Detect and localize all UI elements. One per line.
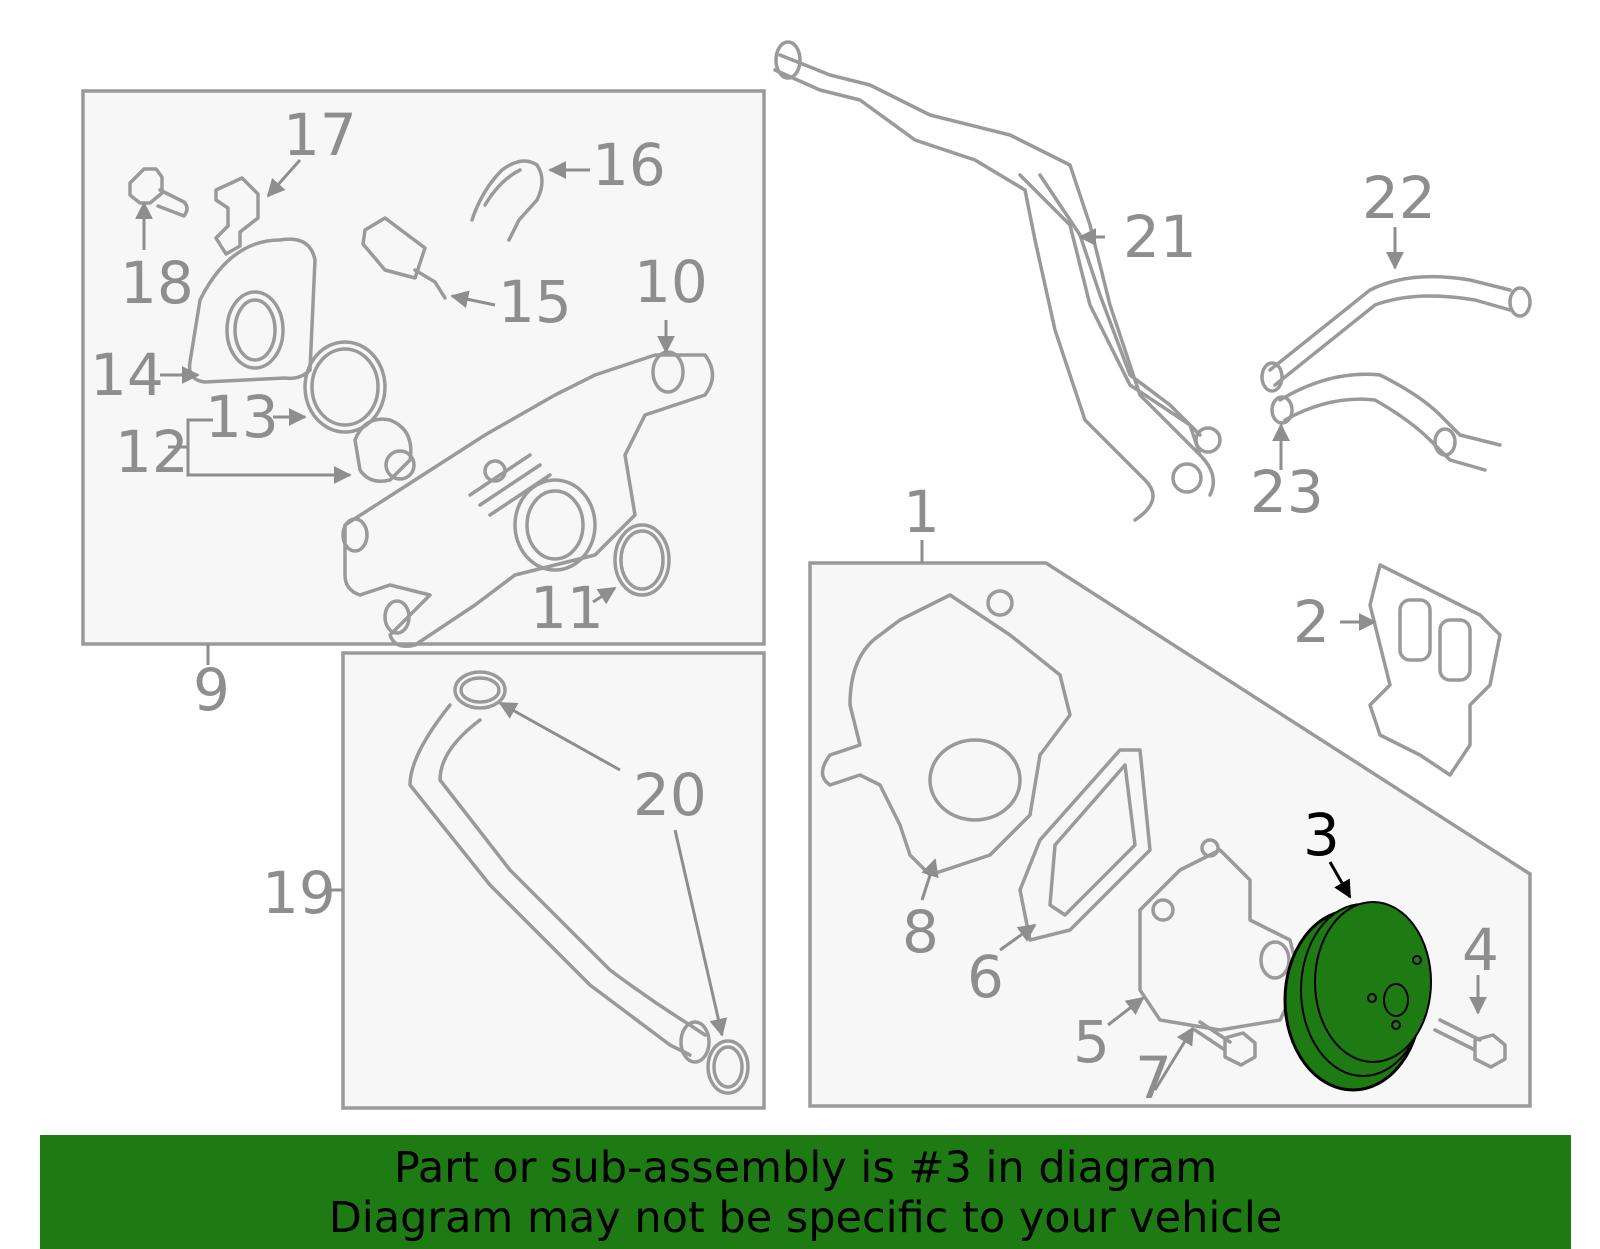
part-17-bracket — [214, 176, 260, 256]
part-20-seal-upper — [453, 670, 507, 710]
part-19-hose — [408, 703, 707, 1057]
part-16-clip — [470, 159, 544, 242]
callout-20: 20 — [633, 761, 707, 829]
callout-9: 9 — [193, 656, 230, 724]
part-15-temperature-sensor — [361, 216, 447, 300]
part-21-pipe — [773, 40, 1222, 522]
callout-5: 5 — [1073, 1008, 1110, 1076]
callout-18: 18 — [120, 249, 194, 317]
part-13-seal — [303, 340, 387, 434]
callout-23: 23 — [1250, 458, 1324, 526]
banner-line-2: Diagram may not be specific to your vehi… — [328, 1193, 1283, 1243]
hose-group-19 — [341, 651, 766, 1110]
callout-labels: 18 17 16 15 10 14 13 12 11 9 20 19 21 22… — [90, 101, 1499, 1112]
info-banner: Part or sub-assembly is #3 in diagram Di… — [40, 1135, 1571, 1249]
leader-lines — [135, 159, 1487, 1091]
callout-2: 2 — [1293, 588, 1330, 656]
callout-1: 1 — [903, 478, 940, 546]
callout-21: 21 — [1123, 203, 1197, 271]
callout-14: 14 — [90, 341, 164, 409]
callout-10: 10 — [634, 248, 708, 316]
callout-4: 4 — [1462, 916, 1499, 984]
water-pump-group-1 — [808, 561, 1532, 1108]
callout-13: 13 — [205, 383, 279, 451]
callout-11: 11 — [530, 574, 604, 642]
callout-16: 16 — [592, 131, 666, 199]
part-22-hose — [1260, 274, 1532, 393]
part-6-gasket — [1018, 748, 1152, 942]
part-2-gasket — [1368, 563, 1502, 777]
callout-22: 22 — [1362, 164, 1436, 232]
banner-line-1: Part or sub-assembly is #3 in diagram — [393, 1143, 1218, 1193]
callout-3: 3 — [1303, 801, 1340, 869]
callout-17: 17 — [283, 101, 357, 169]
part-11-seal — [613, 523, 671, 597]
part-3-pulley[interactable] — [1283, 901, 1432, 1092]
callout-6: 6 — [967, 943, 1004, 1011]
part-23-hose — [1270, 372, 1502, 472]
part-12-thermostat — [353, 417, 416, 483]
callout-12: 12 — [115, 418, 189, 486]
callout-15: 15 — [498, 268, 572, 336]
callout-8: 8 — [902, 898, 939, 966]
callout-19: 19 — [262, 859, 336, 927]
callout-7: 7 — [1135, 1044, 1172, 1112]
part-18-bolt — [128, 167, 189, 218]
part-20-seal-lower — [706, 1039, 750, 1095]
part-7-bolt — [1193, 1020, 1257, 1067]
part-4-bolt — [1433, 1018, 1507, 1069]
part-8-pump-body — [820, 589, 1072, 877]
